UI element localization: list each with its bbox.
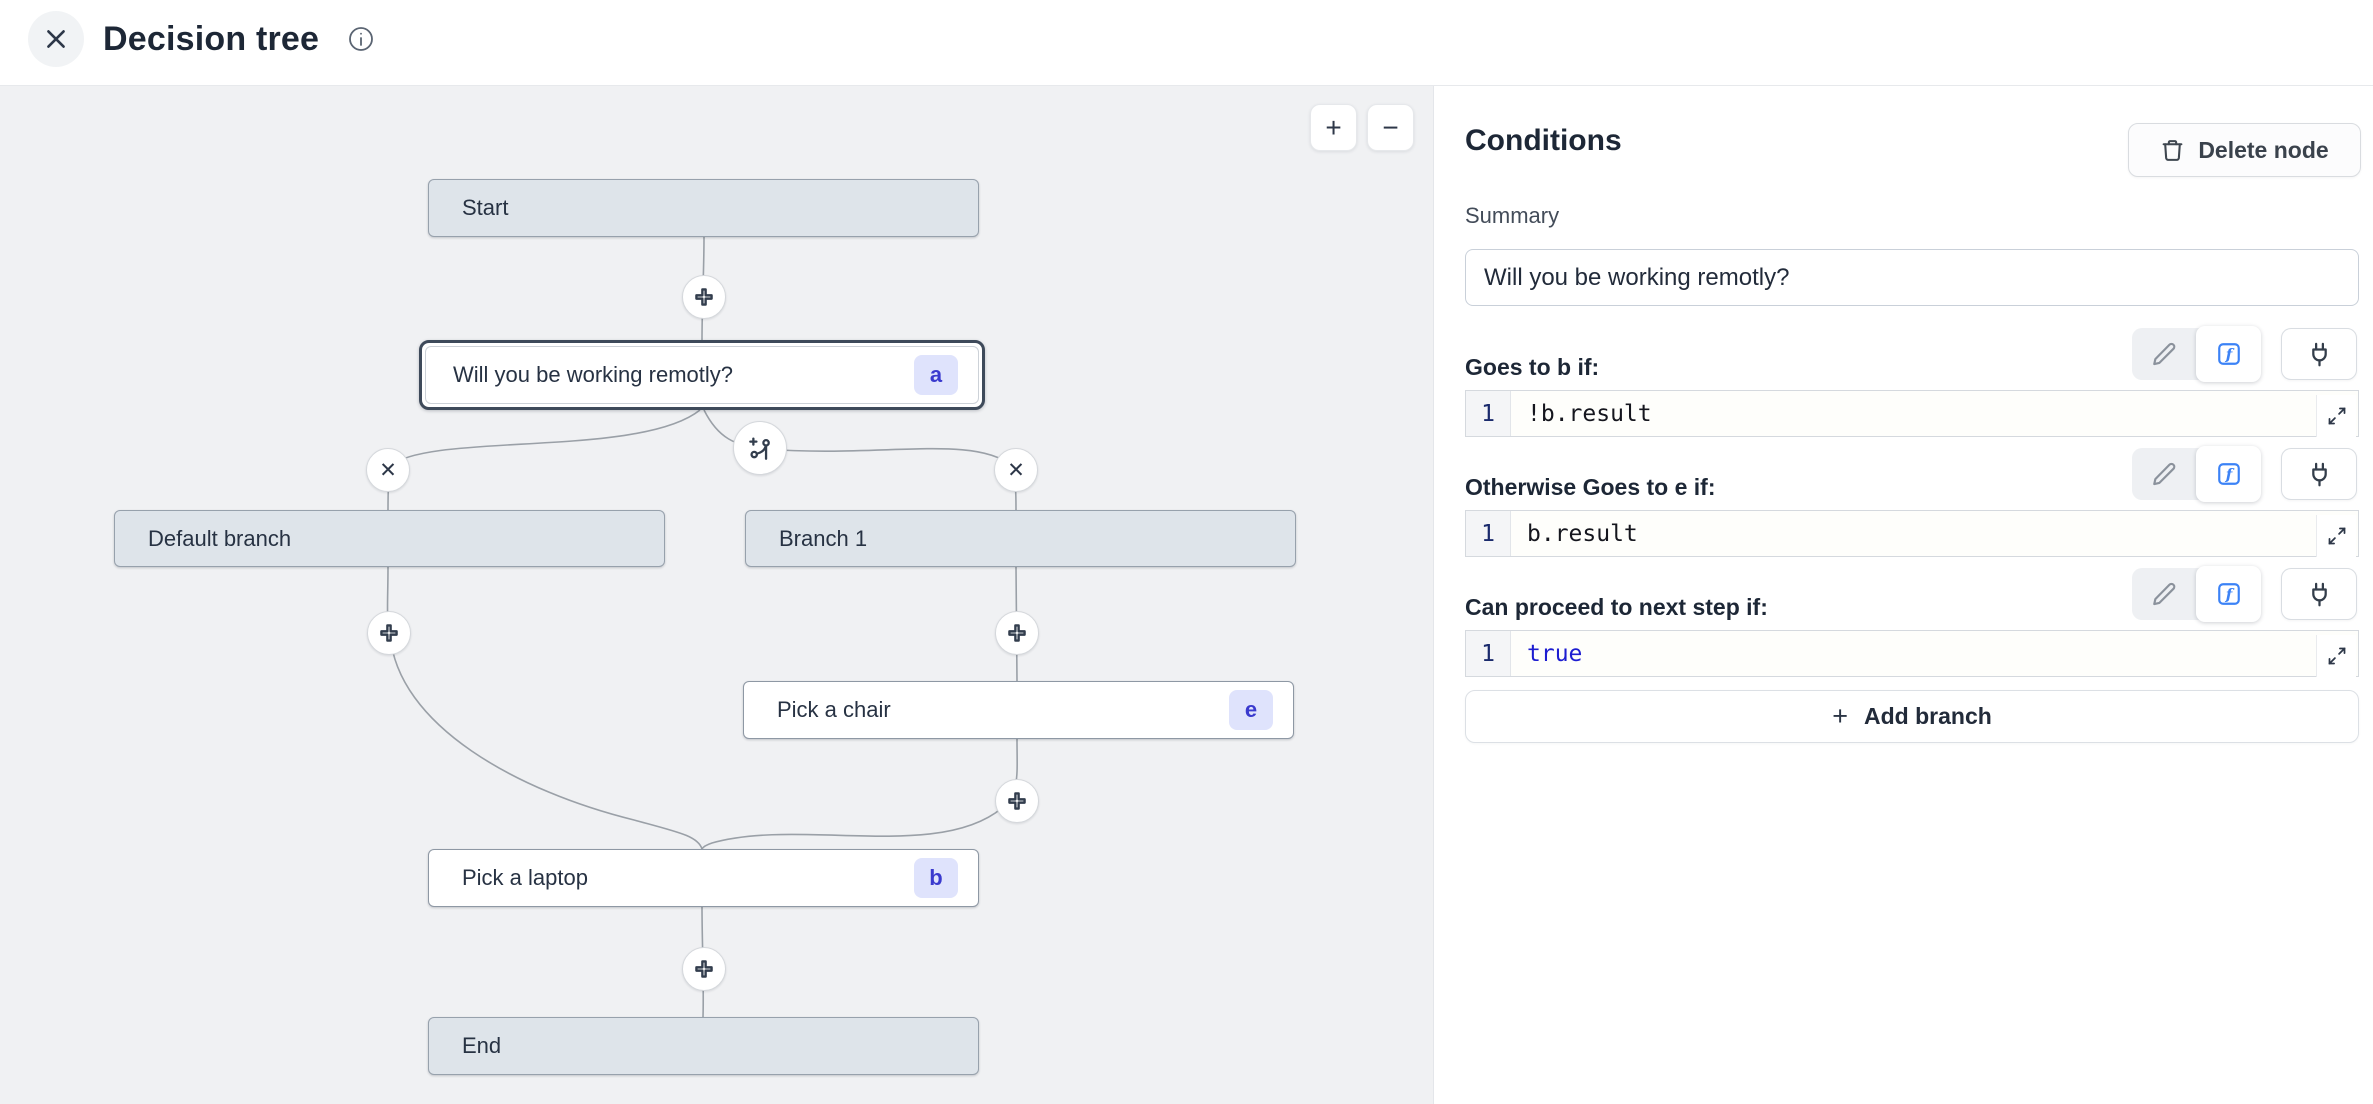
add-branch-node-button[interactable]	[733, 421, 787, 475]
editor-mode-toggle: f	[2132, 446, 2261, 502]
x-icon: ✕	[379, 458, 397, 482]
node-label: Default branch	[148, 525, 292, 551]
close-icon	[47, 30, 65, 48]
node-badge-e: e	[1229, 690, 1273, 730]
expand-editor-button[interactable]	[2316, 395, 2356, 437]
plugin-data-button[interactable]	[2281, 328, 2357, 380]
add-branch-label: Add branch	[1864, 703, 1992, 729]
zoom-out-button[interactable]: −	[1367, 104, 1414, 151]
node-end[interactable]: End	[428, 1017, 979, 1075]
expand-icon	[2328, 647, 2345, 665]
pencil-icon	[2153, 582, 2176, 606]
node-default-branch[interactable]: Default branch	[114, 510, 665, 567]
node-label: End	[462, 1033, 502, 1058]
line-number: 1	[1466, 511, 1511, 556]
zoom-in-button[interactable]: +	[1310, 104, 1357, 151]
node-pick-a-laptop[interactable]: Pick a laptop b	[428, 849, 979, 907]
node-label: Branch 1	[779, 525, 868, 551]
x-icon: ✕	[1007, 458, 1025, 482]
node-label: Pick a laptop	[462, 865, 588, 890]
add-branch-button[interactable]: + Add branch	[1465, 690, 2359, 743]
formula-mode-button[interactable]: f	[2196, 326, 2261, 382]
formula-mode-button[interactable]: f	[2196, 446, 2261, 502]
node-decision-inner: Will you be working remotly? a	[425, 346, 979, 404]
plus-outline-icon	[1008, 624, 1026, 642]
text-mode-button[interactable]	[2132, 568, 2196, 620]
summary-label: Summary	[1465, 203, 1560, 228]
trash-icon	[2162, 139, 2183, 161]
line-number: 1	[1466, 631, 1511, 676]
condition-section-goes-to-b: Goes to b if: f 1 !b.result	[1434, 326, 2373, 450]
code-editor-goes-to-b[interactable]: 1 !b.result	[1465, 390, 2359, 437]
text-mode-button[interactable]	[2132, 328, 2196, 380]
code-text: true	[1527, 640, 1583, 667]
pencil-icon	[2153, 462, 2176, 486]
minus-icon: −	[1382, 111, 1399, 143]
pencil-icon	[2153, 342, 2176, 366]
remove-branch-button-right[interactable]: ✕	[994, 448, 1038, 492]
code-editor-otherwise-e[interactable]: 1 b.result	[1465, 510, 2359, 557]
branch-split-icon	[748, 436, 770, 460]
node-badge-a: a	[914, 355, 958, 395]
node-label: Pick a chair	[777, 697, 891, 722]
plugin-data-button[interactable]	[2281, 448, 2357, 500]
add-step-button-default[interactable]	[367, 611, 411, 655]
expand-editor-button[interactable]	[2316, 515, 2356, 557]
node-pick-a-chair[interactable]: Pick a chair e	[743, 681, 1294, 739]
svg-text:f: f	[2224, 345, 2234, 363]
plug-icon	[2311, 582, 2327, 606]
close-button[interactable]	[28, 11, 84, 67]
expand-icon	[2328, 527, 2345, 545]
plus-outline-icon	[695, 288, 713, 306]
page-title: Decision tree	[103, 20, 320, 58]
formula-icon: f	[2217, 583, 2240, 605]
formula-icon: f	[2217, 463, 2240, 485]
conditions-panel: Conditions Delete node Summary Goes to b…	[1433, 86, 2373, 1104]
plus-icon: +	[1325, 111, 1342, 143]
formula-mode-button[interactable]: f	[2196, 566, 2261, 622]
condition-label: Can proceed to next step if:	[1465, 594, 1768, 620]
plus-icon: +	[1832, 701, 1848, 731]
plus-outline-icon	[380, 624, 398, 642]
node-label: Start	[462, 195, 509, 220]
flow-canvas[interactable]: + − Start Will you be working remotly? a…	[0, 86, 1433, 1104]
panel-title: Conditions	[1465, 124, 1622, 157]
top-header: Decision tree	[0, 0, 2373, 86]
editor-mode-toggle: f	[2132, 566, 2261, 622]
condition-label: Otherwise Goes to e if:	[1465, 474, 1716, 500]
editor-mode-toggle: f	[2132, 326, 2261, 382]
code-text: b.result	[1527, 520, 1638, 547]
summary-input[interactable]	[1465, 249, 2359, 306]
add-step-button-chair[interactable]	[995, 779, 1039, 823]
remove-branch-button-left[interactable]: ✕	[366, 448, 410, 492]
node-decision-selected[interactable]: Will you be working remotly? a	[419, 340, 985, 410]
plus-outline-icon	[1008, 792, 1026, 810]
code-text: !b.result	[1527, 400, 1652, 427]
node-start[interactable]: Start	[428, 179, 979, 237]
add-step-button-start[interactable]	[682, 275, 726, 319]
add-step-button-laptop[interactable]	[682, 947, 726, 991]
node-badge-b: b	[914, 858, 958, 898]
node-label: Will you be working remotly?	[453, 362, 733, 387]
expand-editor-button[interactable]	[2316, 635, 2356, 677]
svg-text:f: f	[2224, 465, 2234, 483]
condition-label: Goes to b if:	[1465, 354, 1600, 380]
plug-icon	[2311, 342, 2327, 366]
condition-section-otherwise-e: Otherwise Goes to e if: f 1 b.result	[1434, 446, 2373, 570]
line-number: 1	[1466, 391, 1511, 436]
condition-section-can-proceed: Can proceed to next step if: f 1 true	[1434, 566, 2373, 690]
plug-icon	[2311, 462, 2327, 486]
node-branch-1[interactable]: Branch 1	[745, 510, 1296, 567]
formula-icon: f	[2217, 343, 2240, 365]
svg-text:f: f	[2224, 585, 2234, 603]
plus-outline-icon	[695, 960, 713, 978]
code-editor-can-proceed[interactable]: 1 true	[1465, 630, 2359, 677]
delete-node-button[interactable]: Delete node	[2128, 123, 2361, 177]
add-step-button-branch1[interactable]	[995, 611, 1039, 655]
plugin-data-button[interactable]	[2281, 568, 2357, 620]
expand-icon	[2328, 407, 2345, 425]
delete-node-label: Delete node	[2198, 136, 2329, 163]
text-mode-button[interactable]	[2132, 448, 2196, 500]
info-icon[interactable]	[347, 25, 375, 53]
